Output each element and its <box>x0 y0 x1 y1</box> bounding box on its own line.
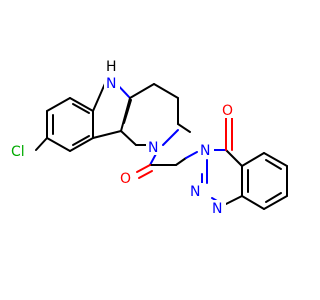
svg-text:Cl: Cl <box>11 144 25 160</box>
svg-text:O: O <box>120 171 131 187</box>
indole-benzene-ring <box>46 97 94 152</box>
atom-label-n3: N <box>198 142 214 159</box>
bond <box>129 83 155 99</box>
bond <box>223 195 243 206</box>
triazinone-ring <box>201 114 243 206</box>
atom-label-keto-o: O <box>220 102 236 119</box>
bond <box>162 129 179 146</box>
bond <box>69 97 94 112</box>
bond-to-chlorine <box>35 137 48 151</box>
bond-double-inner <box>72 135 90 146</box>
bond-double-inner <box>265 192 282 203</box>
molecule-structure: H N N O Cl N N N O <box>10 58 288 217</box>
bond <box>120 97 131 132</box>
atom-label-carbonyl-o: O <box>118 170 134 187</box>
bond <box>69 137 94 152</box>
svg-text:H: H <box>106 59 117 75</box>
bond <box>153 83 179 99</box>
svg-text:O: O <box>222 103 233 119</box>
bond <box>225 149 243 167</box>
bond <box>241 195 265 210</box>
atom-nh-n: N <box>106 76 116 92</box>
bond-double-inner <box>72 103 90 114</box>
bond-carbonyl <box>138 170 153 179</box>
bond <box>46 97 71 112</box>
bond <box>120 130 137 146</box>
bond <box>92 130 122 139</box>
bond-double-inner <box>123 99 132 124</box>
bond <box>175 157 187 166</box>
atom-label-nh: H N <box>104 58 120 92</box>
molecule-canvas: H N N O Cl N N N O <box>10 58 288 217</box>
bond <box>263 195 288 210</box>
amide-linker <box>136 151 198 179</box>
svg-text:N: N <box>200 143 210 159</box>
bond-carbonyl <box>136 164 151 173</box>
bond <box>185 151 198 159</box>
svg-text:N: N <box>190 184 200 200</box>
atom-label-chlorine: Cl <box>10 143 34 160</box>
bond <box>263 152 288 167</box>
atom-label-n1: N <box>210 200 226 217</box>
piperidine-ring <box>120 83 191 146</box>
benzo-ring <box>241 152 288 210</box>
atom-label-amide-n: N <box>146 139 162 156</box>
bond-double-inner <box>265 159 282 170</box>
atom-label-n2: N <box>188 183 204 200</box>
bond <box>177 123 191 133</box>
svg-text:N: N <box>212 201 222 217</box>
bond <box>241 152 265 167</box>
bond <box>46 137 71 152</box>
svg-text:N: N <box>148 140 158 156</box>
